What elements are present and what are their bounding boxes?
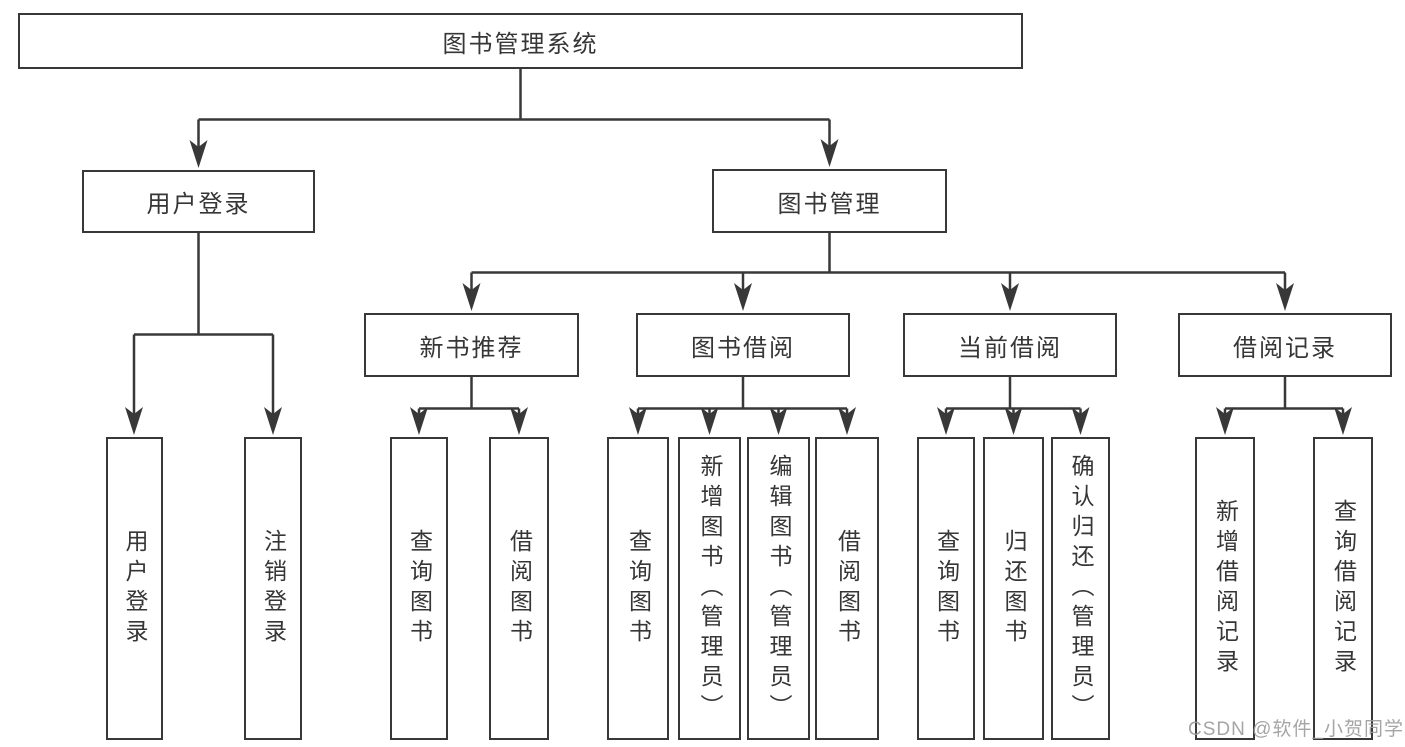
leaf-borrow-books-borrow-label: 借阅图书 bbox=[834, 528, 861, 649]
leaf-user-login-label: 用户登录 bbox=[122, 528, 148, 649]
leaf-confirm-return-admin: 确认归还（管理员） bbox=[1051, 437, 1110, 740]
leaf-logout: 注销登录 bbox=[244, 437, 302, 740]
leaf-logout-label: 注销登录 bbox=[260, 528, 287, 649]
node-user-login: 用户登录 bbox=[82, 170, 315, 233]
leaf-query-books-recommend-label: 查询图书 bbox=[406, 528, 433, 649]
leaf-add-book-admin-label: 新增图书（管理员） bbox=[697, 453, 723, 724]
leaf-query-books-recommend: 查询图书 bbox=[390, 437, 448, 740]
leaf-add-borrow-record-label: 新增借阅记录 bbox=[1212, 498, 1239, 679]
leaf-query-borrow-record: 查询借阅记录 bbox=[1313, 437, 1373, 740]
leaf-user-login: 用户登录 bbox=[106, 437, 163, 740]
leaf-add-borrow-record: 新增借阅记录 bbox=[1195, 437, 1255, 740]
leaf-return-book-label: 归还图书 bbox=[1001, 528, 1027, 649]
leaf-query-books-borrow-label: 查询图书 bbox=[625, 528, 652, 649]
node-root-library-management-system: 图书管理系统 bbox=[18, 13, 1023, 69]
node-book-borrow: 图书借阅 bbox=[636, 313, 850, 377]
leaf-query-books-current-label: 查询图书 bbox=[933, 528, 960, 649]
leaf-edit-book-admin: 编辑图书（管理员） bbox=[747, 437, 810, 740]
leaf-confirm-return-admin-label: 确认归还（管理员） bbox=[1068, 453, 1094, 724]
node-borrow-records: 借阅记录 bbox=[1178, 313, 1392, 377]
leaf-edit-book-admin-label: 编辑图书（管理员） bbox=[766, 453, 792, 724]
leaf-return-book: 归还图书 bbox=[983, 437, 1044, 740]
node-current-borrow: 当前借阅 bbox=[903, 313, 1117, 377]
node-book-management: 图书管理 bbox=[712, 169, 947, 233]
leaf-add-book-admin: 新增图书（管理员） bbox=[678, 437, 741, 740]
leaf-borrow-books-recommend-label: 借阅图书 bbox=[506, 528, 533, 649]
leaf-query-books-borrow: 查询图书 bbox=[607, 437, 669, 740]
watermark: CSDN @软件_小贺同学 bbox=[1188, 719, 1404, 740]
leaf-borrow-books-borrow: 借阅图书 bbox=[815, 437, 879, 740]
leaf-borrow-books-recommend: 借阅图书 bbox=[489, 437, 549, 740]
leaf-query-borrow-record-label: 查询借阅记录 bbox=[1330, 498, 1357, 679]
leaf-query-books-current: 查询图书 bbox=[917, 437, 975, 740]
node-new-book-recommend: 新书推荐 bbox=[364, 313, 579, 377]
